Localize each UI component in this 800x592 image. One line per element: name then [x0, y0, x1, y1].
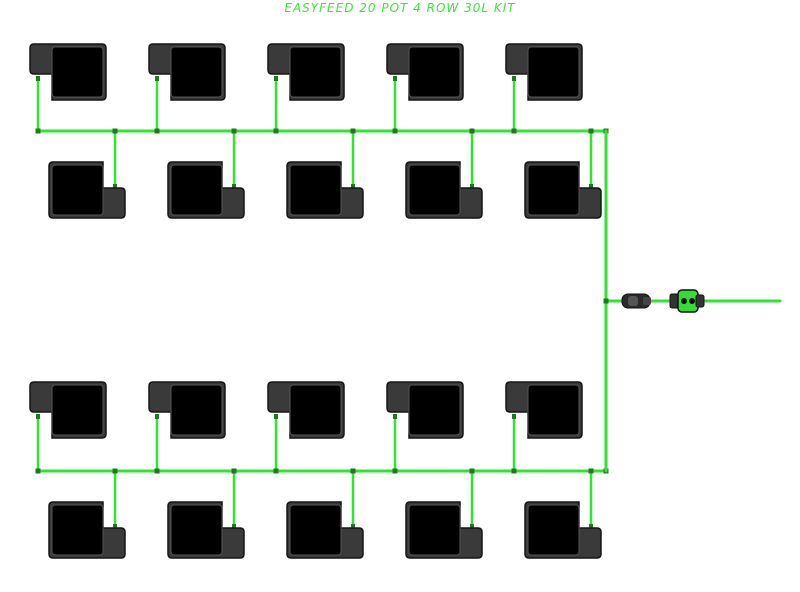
pipe-joint [511, 468, 517, 474]
pot-icon [505, 43, 583, 101]
pot-icon [29, 43, 107, 101]
dripper-nozzle [589, 184, 593, 189]
pot-square [170, 384, 223, 436]
pot-square [289, 46, 342, 98]
dripper-nozzle [36, 76, 40, 81]
pot-square [527, 504, 580, 556]
pot-square [170, 164, 223, 216]
dripper-nozzle [274, 76, 278, 81]
pot-square [408, 504, 461, 556]
pipe-joint [273, 468, 279, 474]
pipe-joint [603, 298, 609, 304]
pot-square [527, 46, 580, 98]
pot-square [527, 384, 580, 436]
pot-icon [405, 161, 483, 219]
pipe-joint [231, 128, 237, 134]
dripper-nozzle [274, 414, 278, 419]
pipe-joint [469, 128, 475, 134]
pot-icon [524, 501, 602, 559]
pipe-joint [231, 468, 237, 474]
dripper-nozzle [512, 76, 516, 81]
pot-square [51, 46, 104, 98]
pot-square [170, 46, 223, 98]
dripper-nozzle [351, 524, 355, 529]
pot-icon [167, 161, 245, 219]
pot-icon [505, 381, 583, 439]
pipe-joint [588, 128, 594, 134]
filter-icon [621, 293, 651, 309]
pot-square [527, 164, 580, 216]
pipe-joint [112, 468, 118, 474]
pot-icon [148, 43, 226, 101]
pipe-joint [350, 468, 356, 474]
pot-icon [386, 381, 464, 439]
pot-square [51, 504, 104, 556]
pot-icon [267, 43, 345, 101]
diagram-title: EASYFEED 20 POT 4 ROW 30L KIT [284, 1, 516, 15]
pipe-joint [350, 128, 356, 134]
pot-square [289, 384, 342, 436]
pipe-joint [154, 468, 160, 474]
dripper-nozzle [155, 76, 159, 81]
tap-connector-icon [669, 289, 705, 313]
pot-square [51, 164, 104, 216]
pot-square [289, 504, 342, 556]
pot-icon [48, 501, 126, 559]
pot-square [408, 46, 461, 98]
pot-icon [405, 501, 483, 559]
filter-part [628, 296, 638, 306]
dripper-nozzle [470, 524, 474, 529]
pot-square [408, 384, 461, 436]
pipe-joint [392, 128, 398, 134]
pot-square [289, 164, 342, 216]
dripper-nozzle [589, 524, 593, 529]
dripper-nozzle [232, 524, 236, 529]
pipe-joint [112, 128, 118, 134]
pot-icon [48, 161, 126, 219]
pot-icon [524, 161, 602, 219]
pipe-joint [35, 128, 41, 134]
tap-connector-part [681, 298, 687, 304]
pot-square [408, 164, 461, 216]
pot-icon [286, 501, 364, 559]
tap-connector-part [689, 298, 695, 304]
tap-connector-part [695, 294, 705, 308]
pot-square [51, 384, 104, 436]
pipe-joint [392, 468, 398, 474]
pipe-joint [469, 468, 475, 474]
dripper-nozzle [232, 184, 236, 189]
pot-icon [167, 501, 245, 559]
pot-square [170, 504, 223, 556]
filter-part [643, 297, 651, 305]
dripper-nozzle [113, 524, 117, 529]
pipe-joint [273, 128, 279, 134]
dripper-nozzle [36, 414, 40, 419]
dripper-nozzle [351, 184, 355, 189]
dripper-nozzle [113, 184, 117, 189]
dripper-nozzle [512, 414, 516, 419]
dripper-nozzle [155, 414, 159, 419]
dripper-nozzle [470, 184, 474, 189]
pot-icon [386, 43, 464, 101]
pipe-joint [154, 128, 160, 134]
pipe-joint [35, 468, 41, 474]
dripper-nozzle [393, 76, 397, 81]
pot-icon [267, 381, 345, 439]
pipe-joint [588, 468, 594, 474]
dripper-nozzle [393, 414, 397, 419]
pot-icon [29, 381, 107, 439]
pipe-joint [511, 128, 517, 134]
pot-icon [148, 381, 226, 439]
pot-icon [286, 161, 364, 219]
